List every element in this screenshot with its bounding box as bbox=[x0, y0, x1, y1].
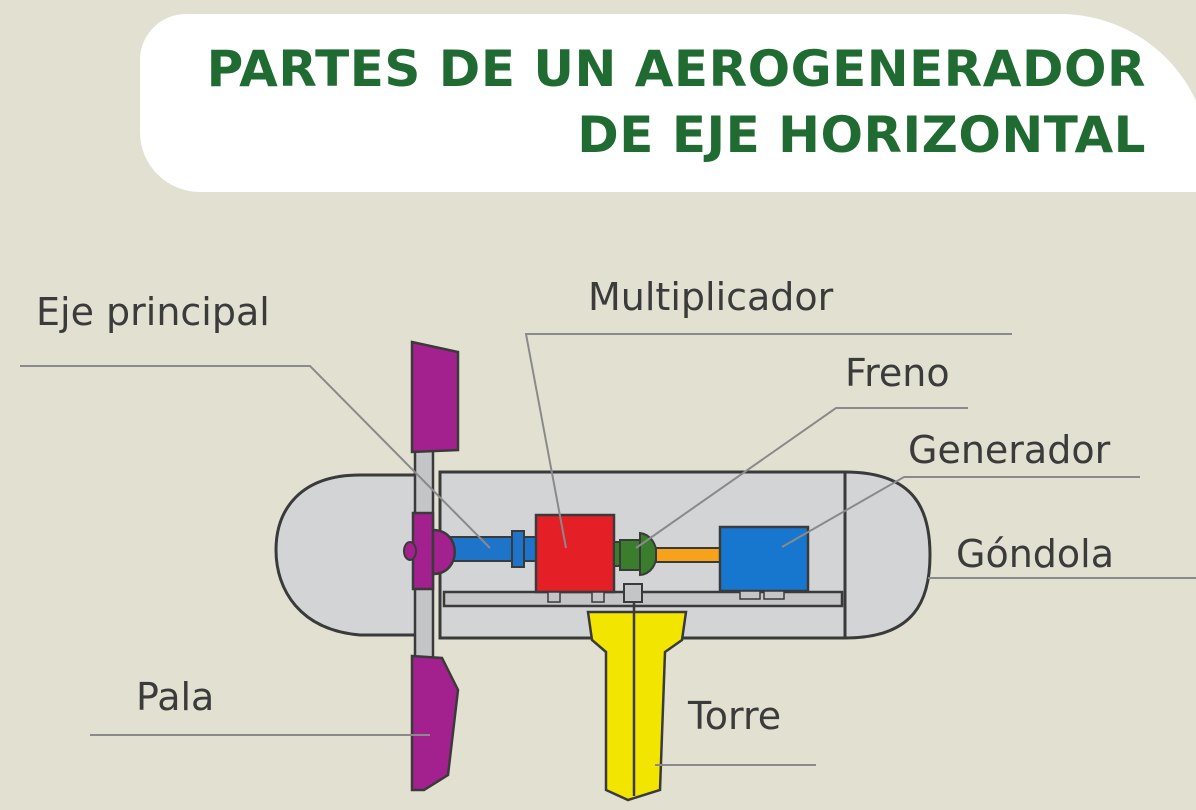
secondary-shaft bbox=[655, 547, 721, 563]
torre-top-connector bbox=[623, 583, 643, 603]
label-generador: Generador bbox=[908, 428, 1111, 472]
eje-coupling bbox=[511, 530, 525, 568]
label-torre: Torre bbox=[687, 694, 781, 738]
torre-shape bbox=[586, 610, 688, 802]
hub-spinner bbox=[274, 473, 420, 637]
leader-lines bbox=[20, 333, 1196, 766]
label-eje-principal: Eje principal bbox=[36, 290, 270, 334]
multiplicador-box bbox=[534, 513, 616, 594]
label-multiplicador: Multiplicador bbox=[588, 275, 834, 319]
diagram-title-line-1: PARTES DE UN AEROGENERADOR bbox=[206, 40, 1146, 98]
pala-upper bbox=[410, 340, 460, 454]
label-freno: Freno bbox=[845, 351, 950, 395]
label-gondola: Góndola bbox=[956, 532, 1114, 576]
title-panel bbox=[140, 14, 1196, 192]
eje-principal-shaft bbox=[447, 536, 515, 562]
label-pala: Pala bbox=[136, 675, 214, 719]
diagram-title-line-2: DE EJE HORIZONTAL bbox=[577, 106, 1146, 164]
freno-block bbox=[619, 539, 641, 571]
pala-lower bbox=[410, 654, 460, 792]
generador-box bbox=[718, 525, 810, 593]
